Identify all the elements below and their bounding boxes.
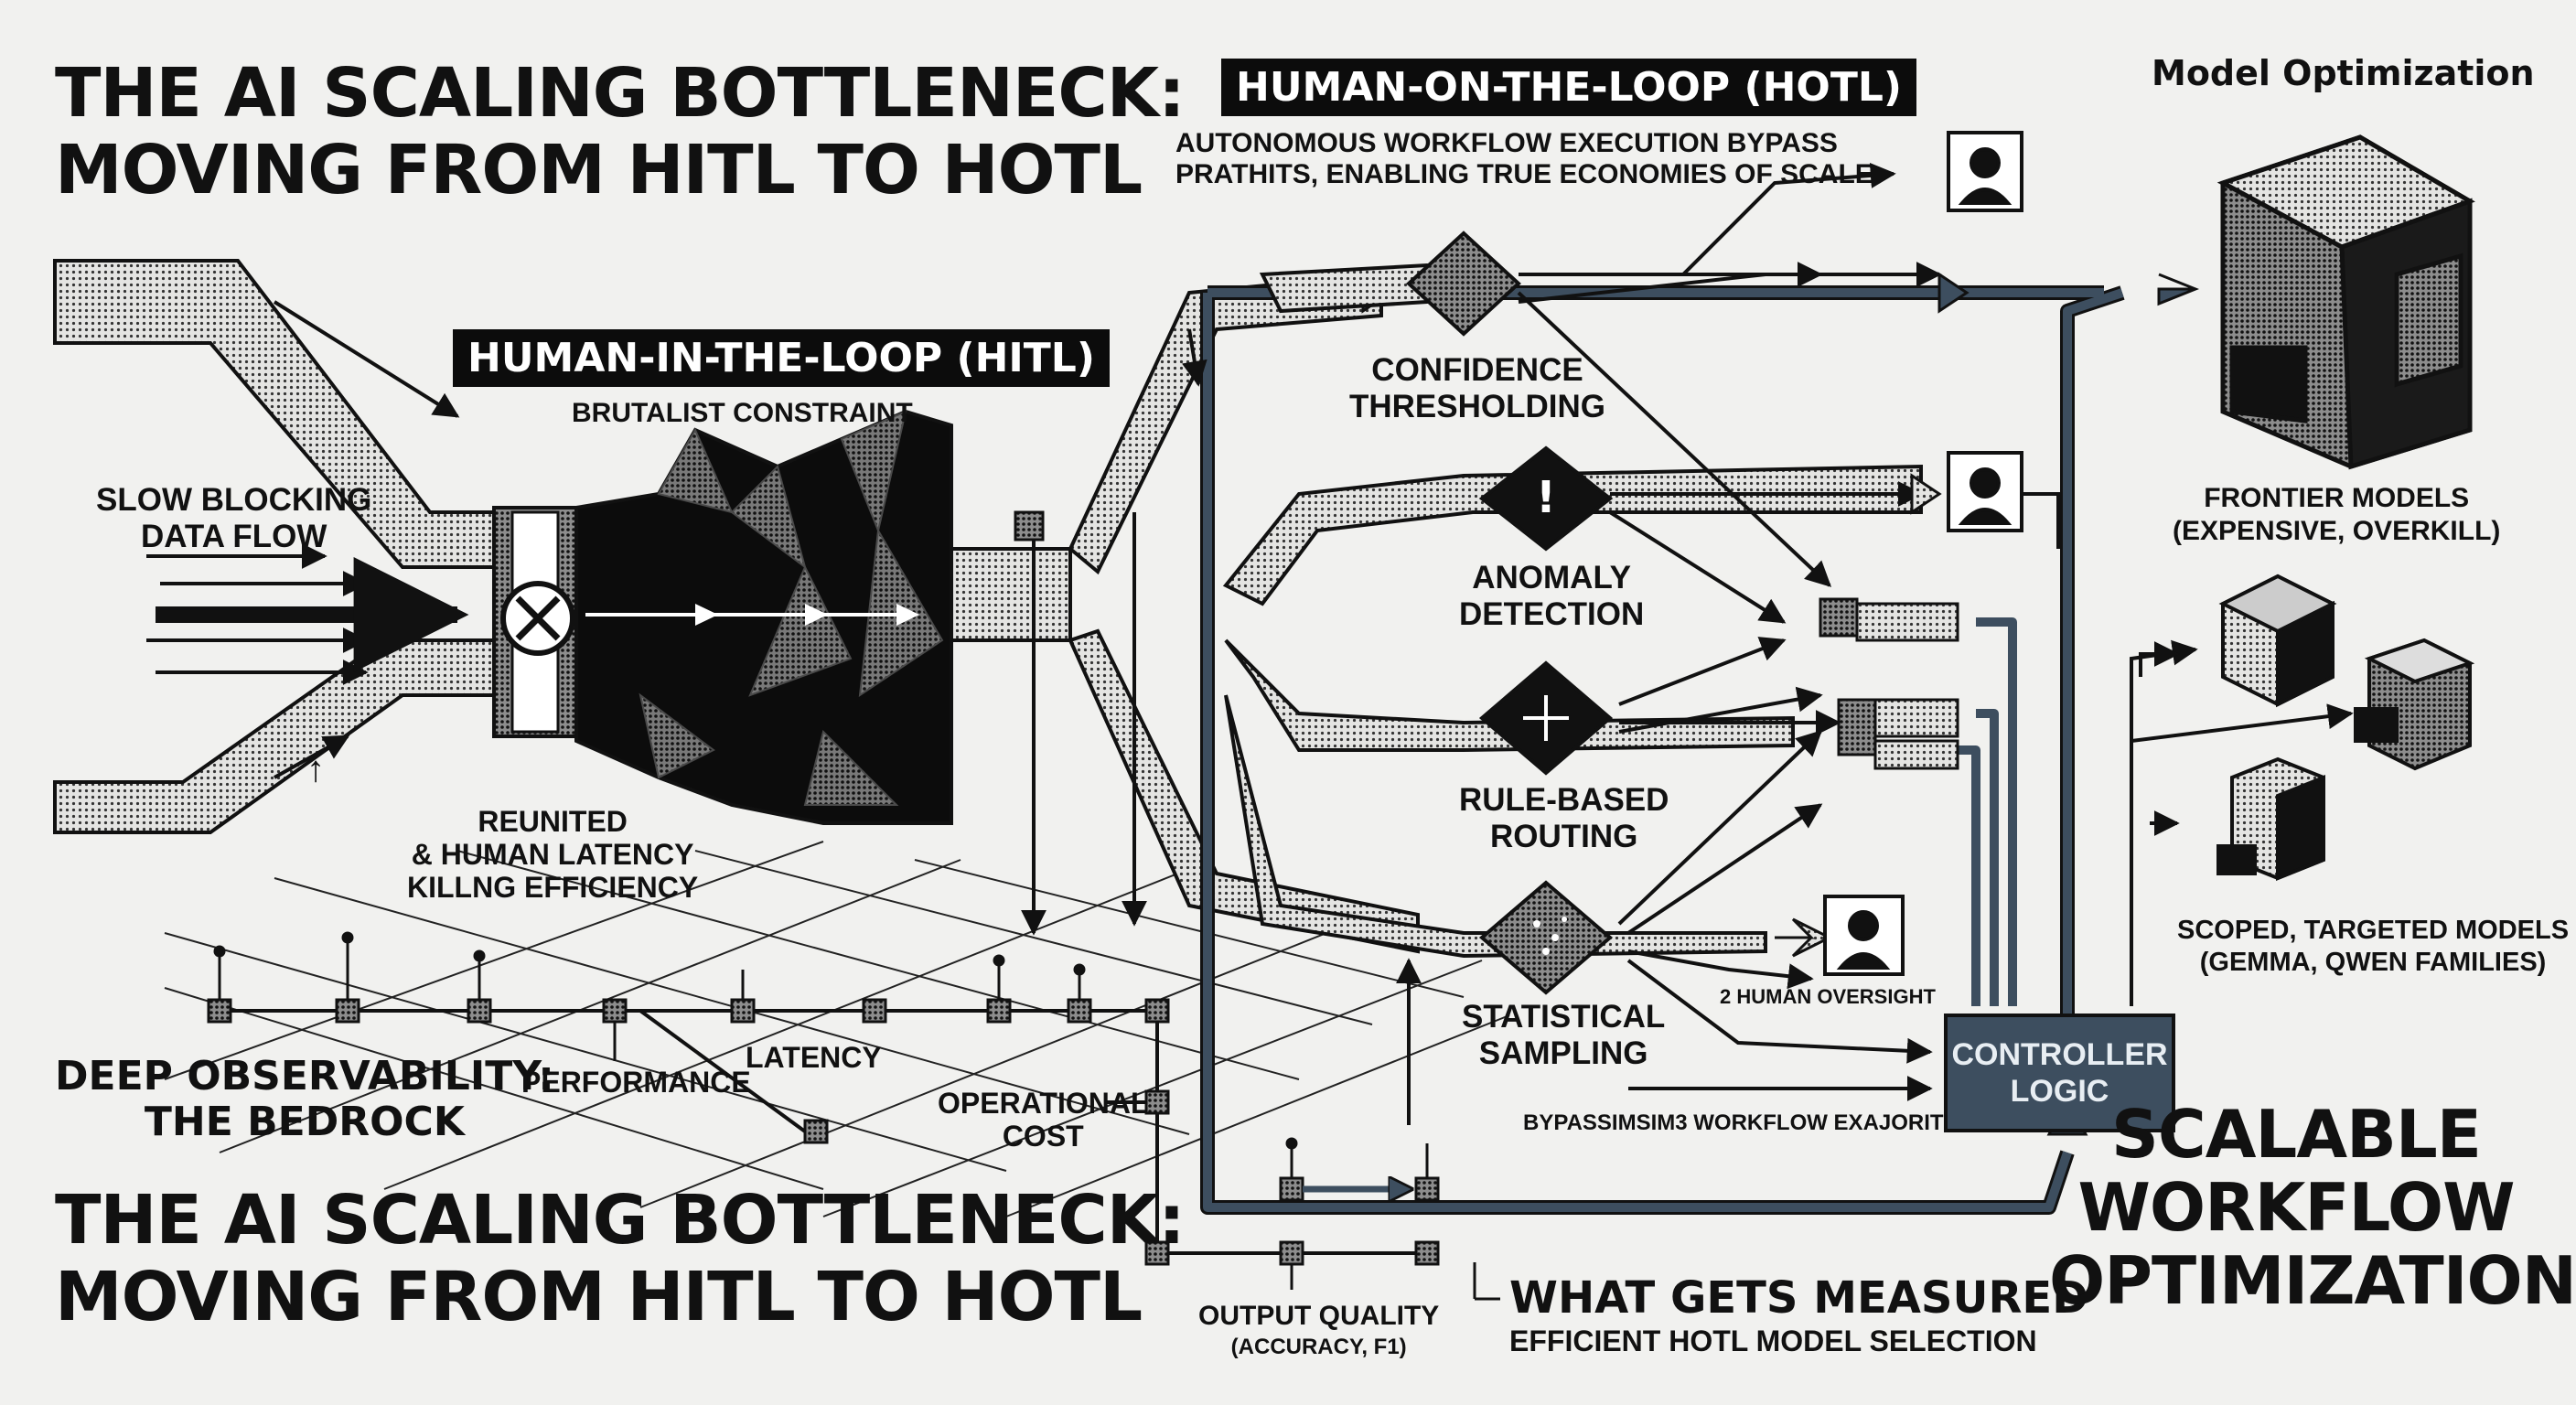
route-arrows: [1021, 162, 1942, 1125]
latency-label: REUNITED & HUMAN LATENCY KILLNG EFFICIEN…: [407, 805, 698, 904]
label-line: EFFICIENT HOTL MODEL SELECTION: [1509, 1325, 2037, 1357]
performance-label: PERFORMANCE: [521, 1066, 751, 1099]
stat-label: STATISTICAL SAMPLING: [1462, 999, 1665, 1072]
person-icon: [1947, 451, 2023, 532]
label-line: ROUTING: [1490, 819, 1638, 854]
decision-diamonds: [1406, 231, 1614, 995]
model-cube-icon: [2354, 638, 2475, 771]
person-icon: [1947, 131, 2023, 212]
label-line: THE BEDROCK: [144, 1099, 465, 1145]
hitl-gate: [492, 506, 578, 738]
cross-arrows-icon: [1523, 695, 1569, 741]
label-line: COST: [1002, 1120, 1084, 1153]
hitl-sub: BRUTALIST CONSTRAINT: [572, 398, 913, 428]
anomaly-label: ANOMALY DETECTION: [1459, 560, 1644, 633]
confidence-label: CONFIDENCE THRESHOLDING: [1349, 352, 1605, 425]
label-line: FRONTIER MODELS: [2204, 483, 2470, 513]
slow-flow-label: SLOW BLOCKING DATA FLOW: [96, 482, 371, 555]
title-line: THE AI SCALING BOTTLENECK:: [55, 1181, 1186, 1260]
label-line: (GEMMA, QWEN FAMILIES): [2199, 948, 2547, 977]
hitl-constraint-block: [574, 409, 953, 825]
hotl-desc-line: PRATHITS, ENABLING TRUE ECONOMIES OF SCA…: [1175, 159, 1873, 189]
model-cube-icon: [2216, 134, 2475, 470]
label-line: KILLNG EFFICIENCY: [407, 871, 699, 904]
exclamation-icon: !: [1536, 472, 1556, 523]
label-line: SLOW BLOCKING: [96, 482, 372, 518]
controller-line: CONTROLLER: [1951, 1037, 2168, 1072]
hotl-label: HUMAN-ON-THE-LOOP (HOTL): [1221, 59, 1916, 116]
label-line: WHAT GETS MEASURED: [1509, 1272, 2089, 1324]
metric-nodes: [207, 998, 1440, 1266]
frontier-models-label: FRONTIER MODELS (EXPENSIVE, OVERKILL): [2173, 482, 2500, 548]
label-line: (ACCURACY, F1): [1230, 1335, 1407, 1359]
up-arrow-icon: ↑: [306, 749, 325, 789]
label-line: DEEP OBSERVABILITY:: [55, 1053, 554, 1099]
output-quality-label: OUTPUT QUALITY (ACCURACY, F1): [1198, 1301, 1439, 1363]
page-title-bottom: THE AI SCALING BOTTLENECK: MOVING FROM H…: [55, 1181, 1186, 1336]
hotl-desc-line: AUTONOMOUS WORKFLOW EXECUTION BYPASS: [1175, 128, 1838, 158]
page-title-top: THE AI SCALING BOTTLENECK: MOVING FROM H…: [55, 54, 1186, 209]
hotl-description: AUTONOMOUS WORKFLOW EXECUTION BYPASS PRA…: [1175, 128, 1873, 190]
rule-label: RULE-BASED ROUTING: [1459, 782, 1669, 855]
label-line: SCOPED, TARGETED MODELS: [2177, 916, 2570, 945]
scoped-models-label: SCOPED, TARGETED MODELS (GEMMA, QWEN FAM…: [2177, 915, 2569, 979]
loop-arrowhead: [2157, 273, 2200, 306]
label-line: STATISTICAL: [1462, 999, 1666, 1035]
title-line: THE AI SCALING BOTTLENECK:: [55, 54, 1186, 133]
model-cube-icon: [2216, 756, 2325, 881]
label-line: OPTIMIZATION: [2049, 1242, 2576, 1319]
person-icon: [1823, 895, 1905, 976]
label-line: CONFIDENCE: [1371, 352, 1583, 388]
incoming-pipes: [53, 259, 514, 834]
hitl-label: HUMAN-IN-THE-LOOP (HITL): [453, 329, 1110, 387]
label-line: RULE-BASED: [1459, 782, 1669, 818]
title-line: MOVING FROM HITL TO HOTL: [55, 131, 1143, 209]
label-line: OPERATIONAL: [938, 1087, 1149, 1120]
model-cube-icon: [2218, 574, 2337, 708]
controller-logic-box: CONTROLLER LOGIC: [1944, 1014, 2175, 1132]
label-line: SCALABLE: [2111, 1096, 2482, 1173]
bypass-label: BYPASSIMSIM3 WORKFLOW EXAJORITY: [1523, 1110, 1959, 1135]
observability-heading: DEEP OBSERVABILITY: THE BEDROCK: [55, 1054, 554, 1145]
scalable-heading: SCALABLE WORKFLOW OPTIMIZATION: [2049, 1096, 2576, 1319]
label-line: OUTPUT QUALITY: [1198, 1301, 1440, 1331]
label-line: (EXPENSIVE, OVERKILL): [2173, 516, 2501, 546]
controller-inputs: [1855, 602, 1959, 770]
title-line: MOVING FROM HITL TO HOTL: [55, 1258, 1143, 1336]
scatter-icon: [1533, 917, 1567, 955]
label-line: DETECTION: [1459, 596, 1645, 632]
label-line: WORKFLOW: [2077, 1169, 2516, 1246]
opcost-label: OPERATIONAL COST: [938, 1087, 1149, 1153]
label-line: ANOMALY: [1472, 560, 1631, 595]
controller-line: LOGIC: [2010, 1074, 2109, 1109]
label-line: & HUMAN LATENCY: [411, 838, 694, 871]
observability-grid: [164, 841, 1510, 1217]
incoming-arrows: [146, 300, 460, 779]
label-line: THRESHOLDING: [1349, 389, 1605, 424]
measured-label: WHAT GETS MEASURED EFFICIENT HOTL MODEL …: [1509, 1273, 2088, 1359]
model-optimization-heading: Model Optimization: [2152, 53, 2535, 93]
label-line: SAMPLING: [1478, 1035, 1648, 1071]
label-line: DATA FLOW: [140, 519, 327, 554]
pass-nodes: [1014, 510, 1877, 756]
human-oversight-label: 2 HUMAN OVERSIGHT: [1720, 985, 1936, 1008]
metric-pins: [213, 931, 1500, 1301]
label-line: REUNITED: [478, 805, 628, 838]
latency-metric-label: LATENCY: [746, 1041, 882, 1074]
